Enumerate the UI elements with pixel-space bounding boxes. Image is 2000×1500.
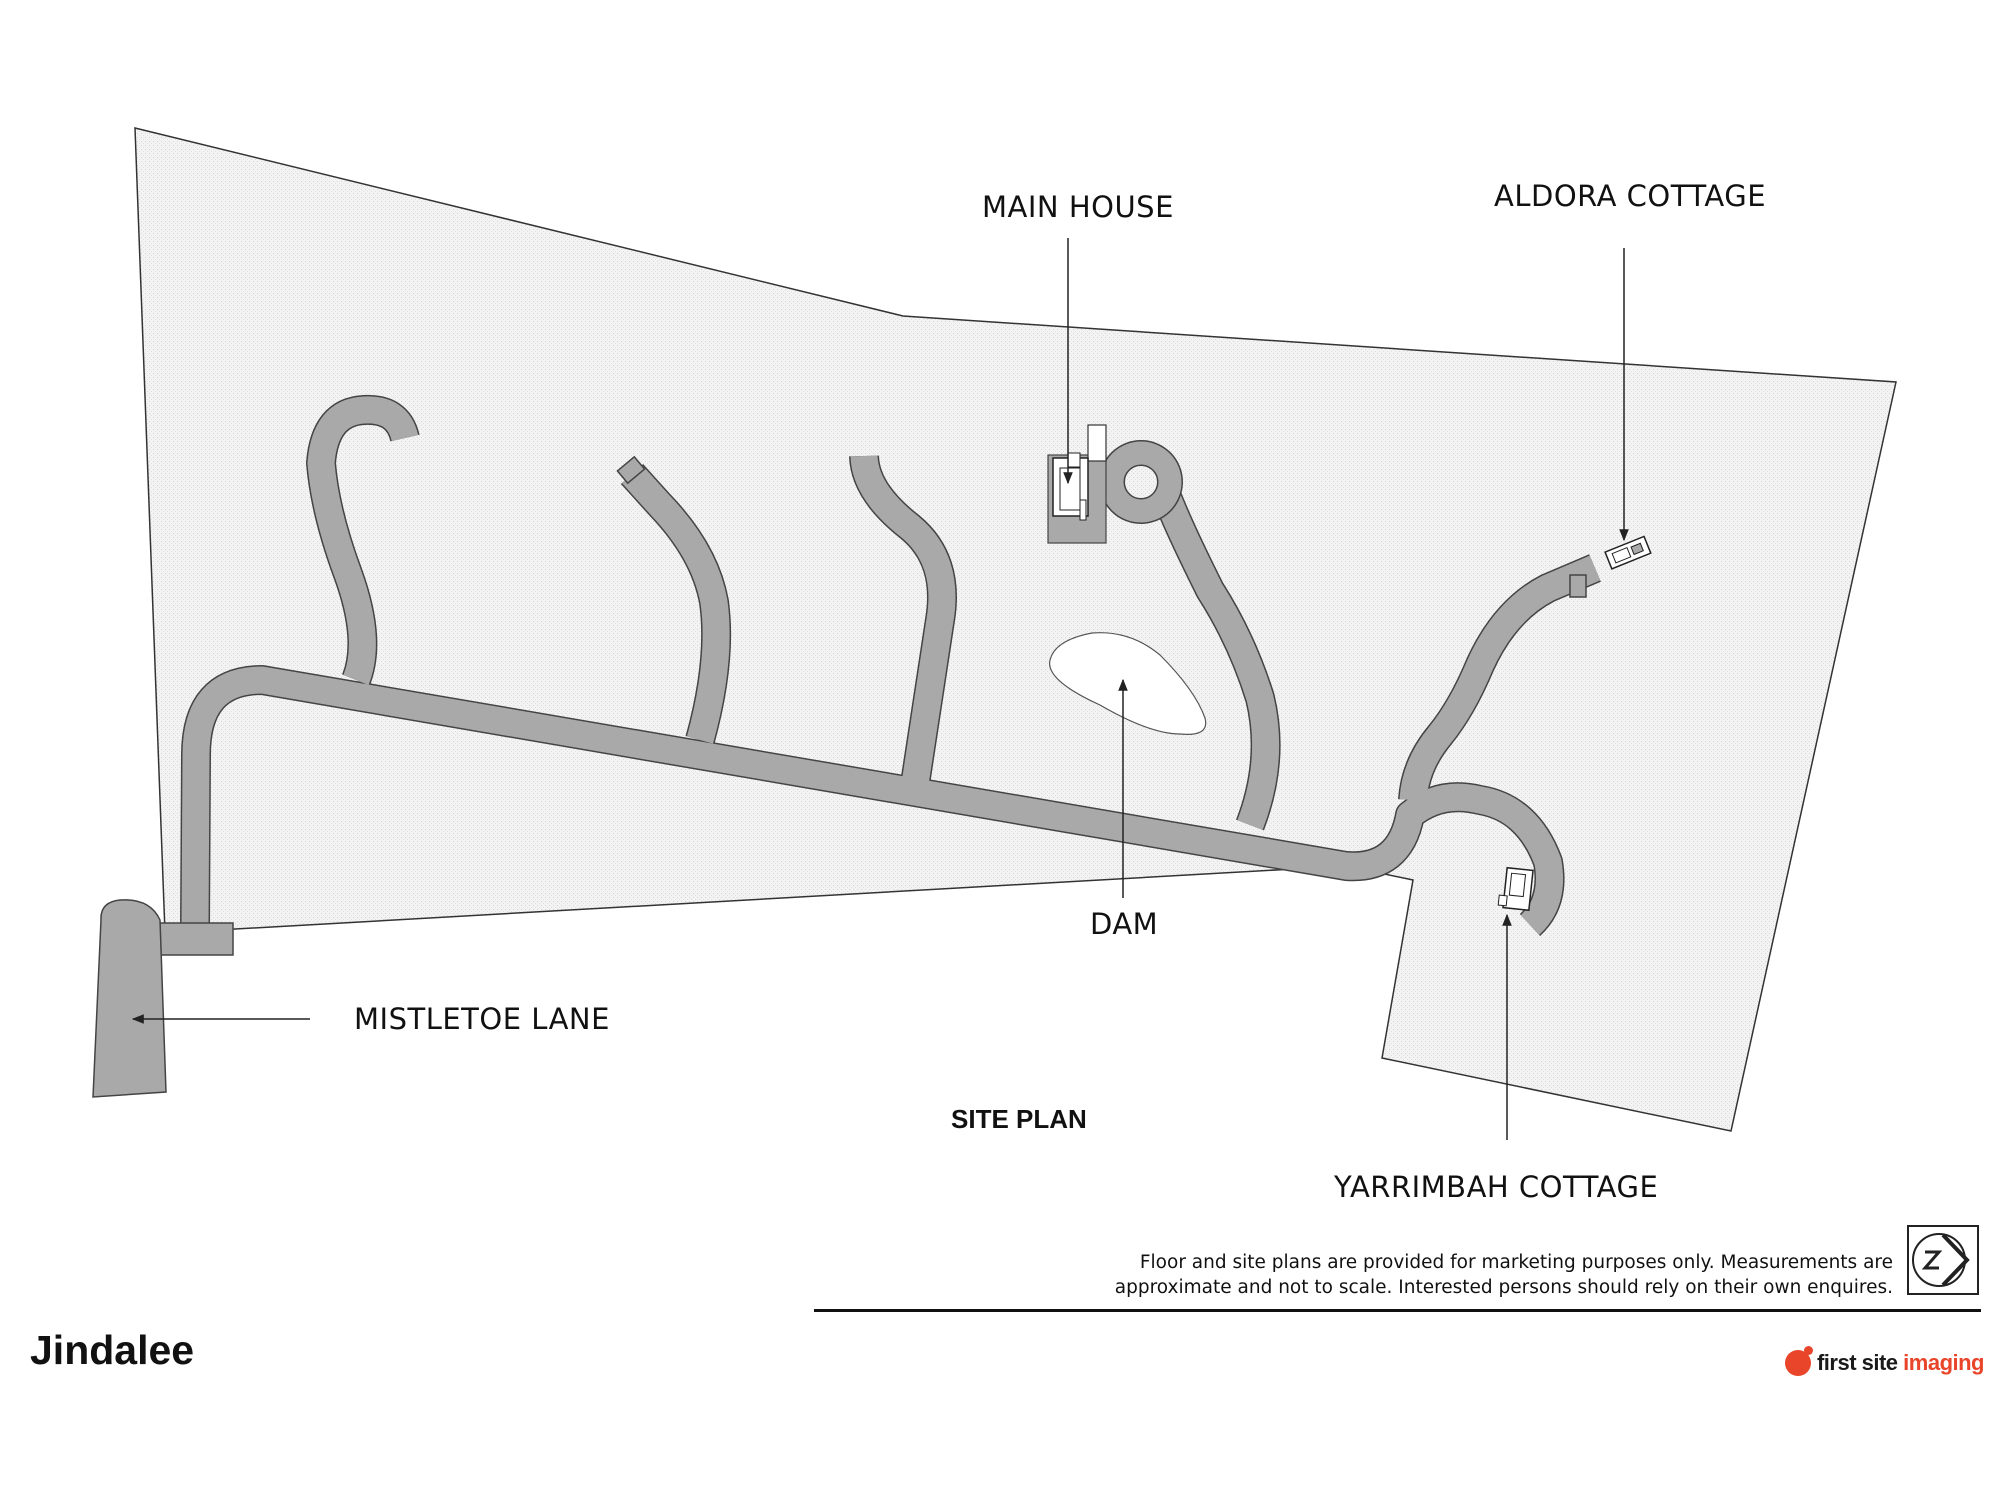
disclaimer-line-2: approximate and not to scale. Interested… [1114, 1277, 1893, 1298]
disclaimer: Floor and site plans are provided for ma… [1115, 1250, 1893, 1300]
turning-circle [1100, 441, 1182, 523]
plan-title: SITE PLAN [951, 1104, 1087, 1134]
disclaimer-line-1: Floor and site plans are provided for ma… [1139, 1252, 1893, 1273]
brand-logo-text: first site imaging [1816, 1350, 1985, 1375]
branch-road-1 [307, 396, 419, 686]
yarrimbah-cottage-building [1497, 866, 1534, 912]
branch-road-3 [850, 454, 956, 787]
footer-rule [814, 1309, 1981, 1312]
main-house-building [1047, 424, 1107, 544]
aldora-driveway [1399, 555, 1601, 802]
label-main-house: MAIN HOUSE [982, 190, 1174, 224]
mistletoe-lane [92, 899, 167, 1098]
main-driveway [181, 666, 1564, 935]
driveways [157, 394, 1601, 956]
label-mistletoe-lane: MISTLETOE LANE [354, 1002, 610, 1036]
brand-logo: first site imaging [1784, 1346, 1985, 1376]
north-arrow-icon [1907, 1225, 1979, 1295]
branch-road-2 [621, 464, 730, 744]
label-dam: DAM [1090, 907, 1159, 941]
property-name: Jindalee [30, 1327, 195, 1373]
property-boundary [134, 127, 1897, 1132]
main-house-driveway [1154, 492, 1280, 830]
label-yarrimbah-cottage: YARRIMBAH COTTAGE [1334, 1170, 1659, 1204]
aldora-cottage-building [1604, 535, 1652, 570]
brand-logo-icon [1784, 1346, 1813, 1376]
label-aldora-cottage: ALDORA COTTAGE [1494, 179, 1767, 213]
